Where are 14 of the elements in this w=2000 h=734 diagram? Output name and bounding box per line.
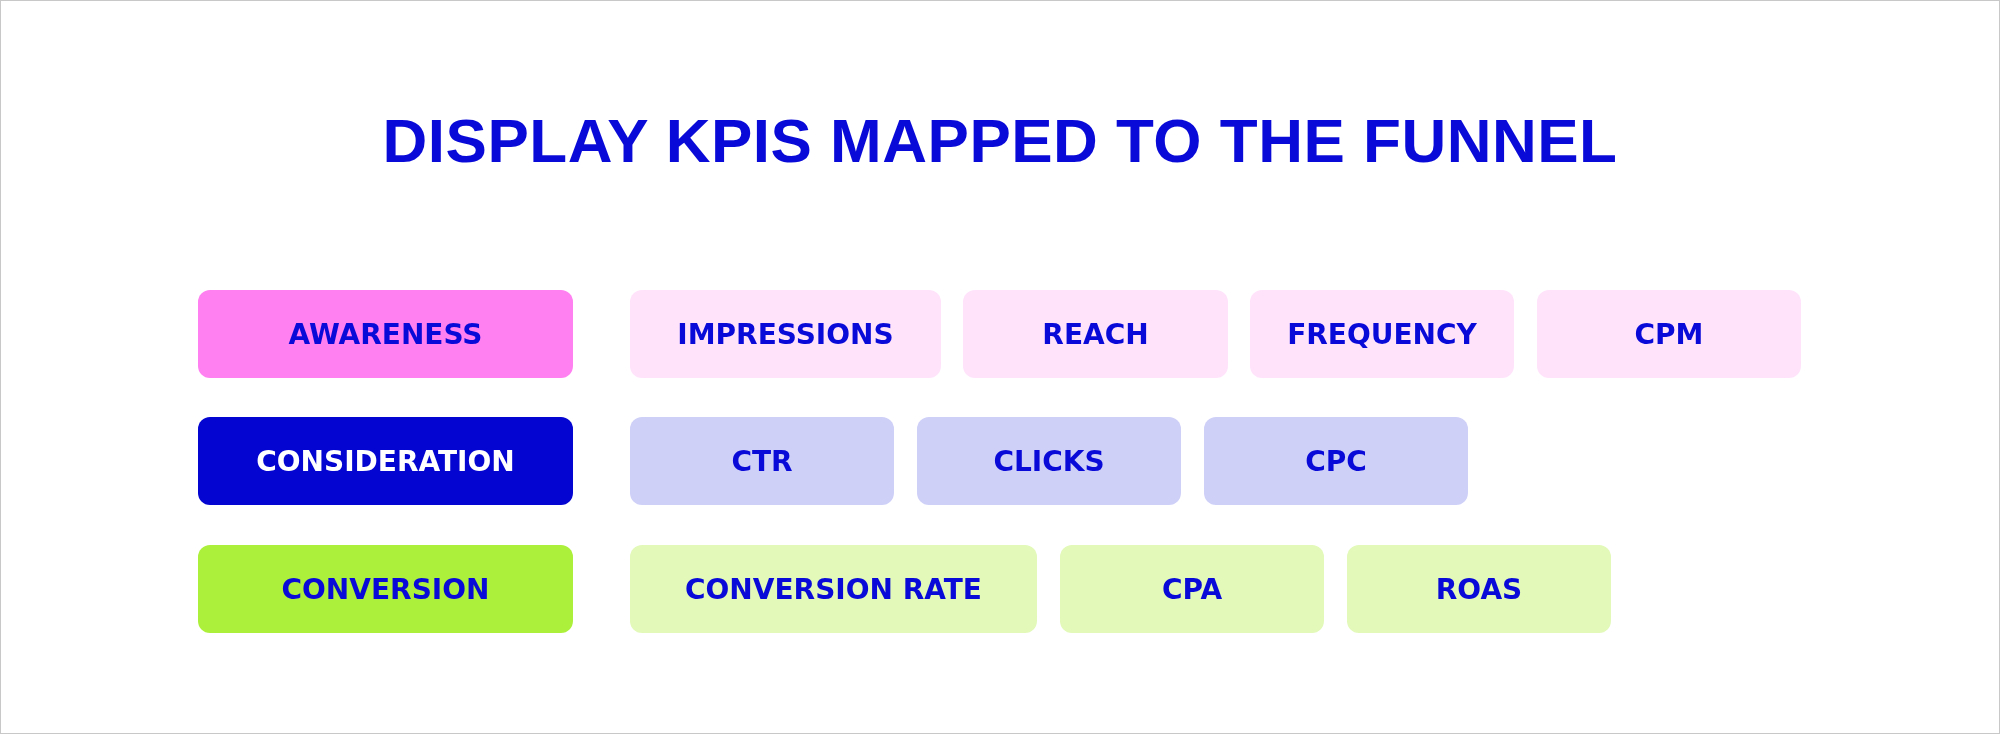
kpi-tag: CPM [1537,290,1801,378]
kpi-tag: ROAS [1347,545,1611,633]
kpi-tag: CPC [1204,417,1468,505]
stage-label: CONSIDERATION [198,417,573,505]
stage-label: CONVERSION [198,545,573,633]
kpi-tag: CLICKS [917,417,1181,505]
stage-label: AWARENESS [198,290,573,378]
kpi-tag: FREQUENCY [1250,290,1514,378]
kpi-tag: REACH [963,290,1228,378]
title: DISPLAY KPIS MAPPED TO THE FUNNEL [381,105,1619,176]
kpi-tag: CONVERSION RATE [630,545,1037,633]
kpi-tag: IMPRESSIONS [630,290,941,378]
kpi-tag: CTR [630,417,894,505]
kpi-tag: CPA [1060,545,1324,633]
